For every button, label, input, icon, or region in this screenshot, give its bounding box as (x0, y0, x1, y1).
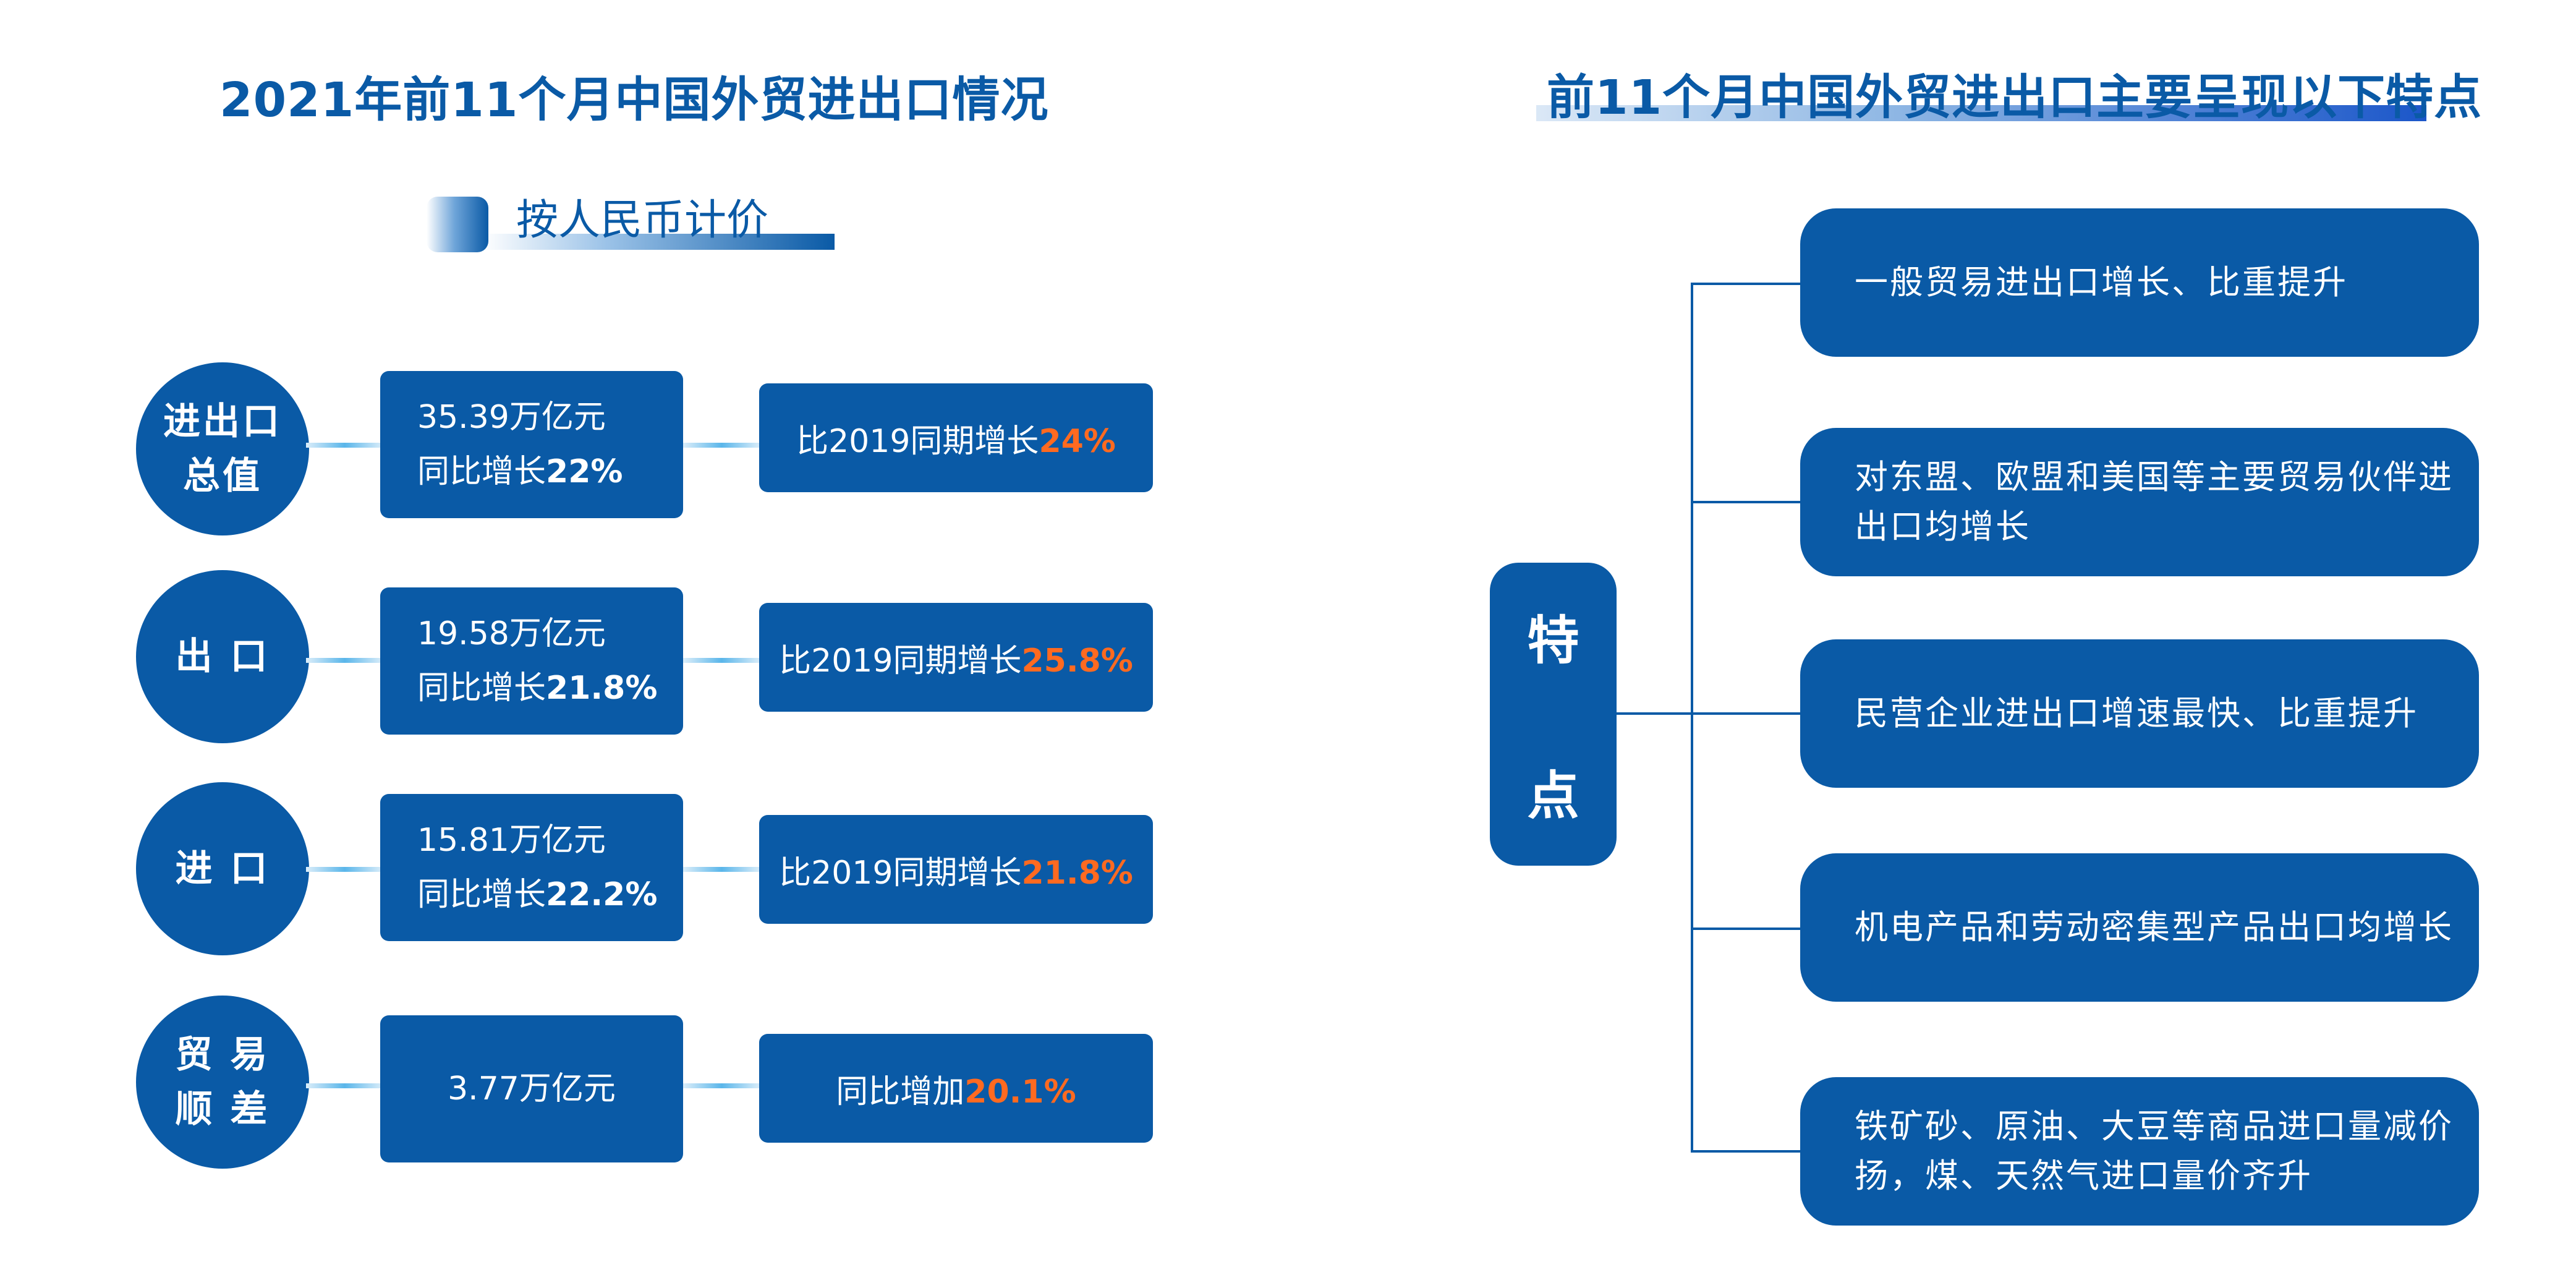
row-total-circle: 进出口总值 (136, 362, 309, 535)
row-total-connector-2 (683, 443, 760, 448)
subtitle-marker (427, 197, 488, 252)
feature-text: 一般贸易进出口增长、比重提升 (1855, 263, 2348, 302)
row-import-growth: 22.2% (546, 876, 658, 913)
tree-trunk (1691, 283, 1693, 1152)
row-surplus-value-box: 3.77万亿元 (380, 1015, 683, 1162)
row-export-growth-prefix: 同比增长 (417, 670, 546, 707)
row-import-compare: 21.8% (1021, 854, 1133, 892)
subtitle: 按人民币计价 (516, 196, 769, 245)
row-export-circle: 出 口 (136, 570, 309, 743)
row-export-label-line1: 出 口 (175, 635, 270, 678)
row-export-connector-2 (683, 658, 760, 663)
row-surplus-label-line1: 贸 易 (175, 1033, 270, 1077)
row-total-compare-prefix: 比2019同期增长 (796, 422, 1039, 460)
row-surplus-label-line2: 顺 差 (175, 1088, 270, 1131)
row-total-compare-box: 比2019同期增长24% (759, 383, 1153, 492)
feature-text: 民营企业进出口增速最快、比重提升 (1855, 694, 2418, 733)
tree-branch-3 (1691, 712, 1802, 715)
feature-text: 对东盟、欧盟和美国等主要贸易伙伴进出口均增长 (1855, 458, 2454, 546)
tree-branch-1 (1691, 283, 1802, 285)
row-total-compare: 24% (1039, 422, 1116, 460)
row-import-compare-box: 比2019同期增长21.8% (759, 815, 1153, 924)
right-title: 前11个月中国外贸进出口主要呈现以下特点 (1547, 70, 2483, 126)
features-center-line1: 特 (1527, 610, 1579, 671)
row-export-compare-box: 比2019同期增长25.8% (759, 603, 1153, 712)
subtitle-underline (482, 234, 835, 250)
features-center-block: 特 点 (1490, 563, 1617, 866)
left-title: 2021年前11个月中国外贸进出口情况 (219, 73, 1049, 128)
row-export-compare: 25.8% (1021, 642, 1133, 680)
row-export-compare-prefix: 比2019同期增长 (779, 642, 1022, 680)
row-total-label-line2: 总值 (183, 454, 262, 498)
feature-item: 一般贸易进出口增长、比重提升 (1800, 208, 2479, 357)
row-import-growth-prefix: 同比增长 (417, 876, 546, 913)
tree-branch-4 (1691, 928, 1802, 930)
feature-item: 对东盟、欧盟和美国等主要贸易伙伴进出口均增长 (1800, 428, 2479, 576)
row-export-value-box: 19.58万亿元 同比增长21.8% (380, 587, 683, 735)
feature-item: 机电产品和劳动密集型产品出口均增长 (1800, 853, 2479, 1002)
row-import-value: 15.81万亿元 (417, 822, 606, 859)
feature-item: 民营企业进出口增速最快、比重提升 (1800, 639, 2479, 788)
row-export-value: 19.58万亿元 (417, 615, 606, 652)
row-total-value: 35.39万亿元 (417, 399, 606, 436)
row-surplus-compare: 20.1% (964, 1073, 1076, 1111)
row-export-connector-1 (306, 658, 383, 663)
row-total-label-line1: 进出口 (163, 400, 282, 443)
row-import-value-box: 15.81万亿元 同比增长22.2% (380, 794, 683, 941)
tree-branch-2 (1691, 501, 1802, 503)
row-import-compare-prefix: 比2019同期增长 (779, 854, 1022, 892)
row-surplus-compare-box: 同比增加20.1% (759, 1034, 1153, 1143)
row-surplus-connector-2 (683, 1083, 760, 1088)
tree-center-connector (1617, 712, 1692, 715)
right-title-underline (1536, 105, 2426, 121)
features-center-line2: 点 (1527, 766, 1579, 826)
feature-text: 铁矿砂、原油、大豆等商品进口量减价扬，煤、天然气进口量价齐升 (1855, 1107, 2454, 1195)
row-total-growth: 22% (546, 453, 623, 490)
row-export-growth: 21.8% (546, 670, 658, 707)
row-import-connector-1 (306, 867, 383, 872)
row-surplus-circle: 贸 易顺 差 (136, 996, 309, 1169)
row-surplus-connector-1 (306, 1083, 383, 1088)
row-surplus-compare-prefix: 同比增加 (836, 1073, 965, 1111)
row-total-growth-prefix: 同比增长 (417, 453, 546, 490)
feature-item: 铁矿砂、原油、大豆等商品进口量减价扬，煤、天然气进口量价齐升 (1800, 1077, 2479, 1226)
row-total-value-box: 35.39万亿元 同比增长22% (380, 371, 683, 518)
row-total-connector-1 (306, 443, 383, 448)
row-import-connector-2 (683, 867, 760, 872)
row-import-label-line1: 进 口 (175, 847, 270, 890)
tree-branch-5 (1691, 1150, 1802, 1153)
feature-text: 机电产品和劳动密集型产品出口均增长 (1855, 908, 2454, 947)
row-surplus-value: 3.77万亿元 (448, 1070, 616, 1107)
row-import-circle: 进 口 (136, 782, 309, 955)
